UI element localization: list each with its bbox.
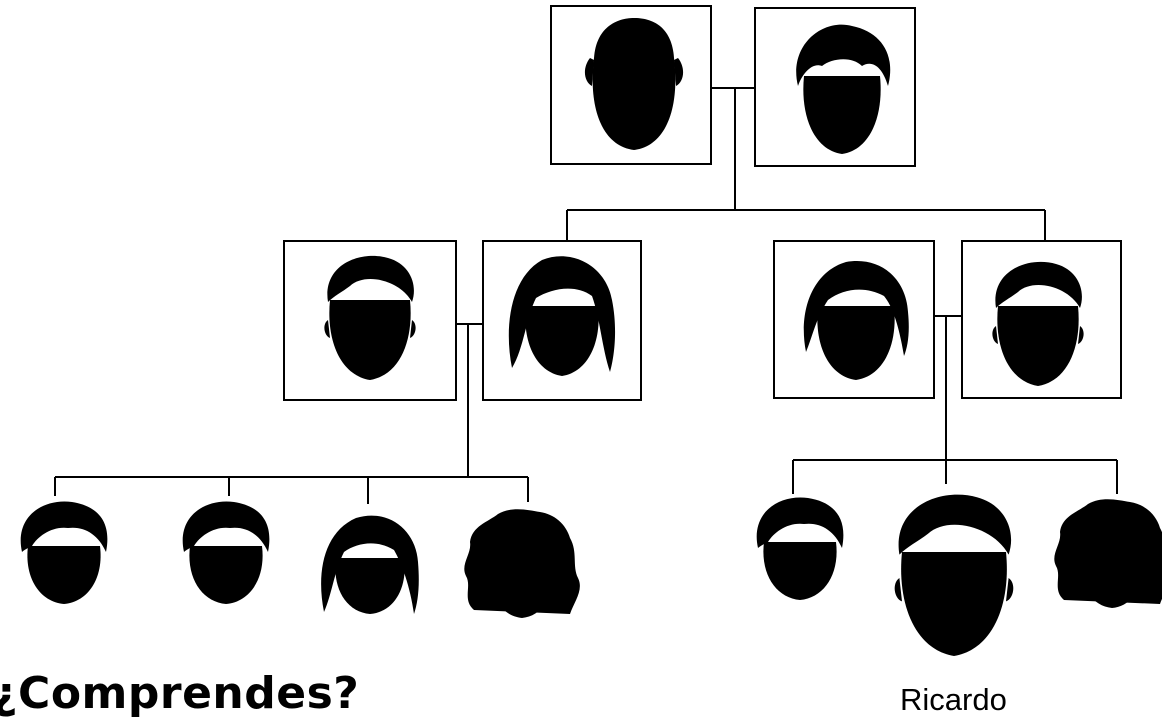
sibling-2-face bbox=[1054, 499, 1162, 608]
ricardo-label: Ricardo bbox=[900, 682, 1007, 717]
connector-lines bbox=[54, 87, 1118, 504]
grandfather-portrait bbox=[550, 5, 712, 165]
cousin-4-face bbox=[464, 509, 580, 618]
aunt-portrait bbox=[482, 240, 642, 401]
mother-portrait bbox=[773, 240, 935, 399]
sibling-1-face bbox=[756, 497, 844, 600]
father-portrait bbox=[961, 240, 1122, 399]
uncle-portrait bbox=[283, 240, 457, 401]
section-heading: ¿Comprendes? bbox=[0, 668, 360, 719]
ricardo-face bbox=[894, 494, 1014, 656]
cousin-1-face bbox=[20, 501, 108, 604]
cousin-3-face bbox=[321, 515, 419, 614]
cousin-2-face bbox=[182, 501, 270, 604]
grandmother-portrait bbox=[754, 7, 916, 167]
